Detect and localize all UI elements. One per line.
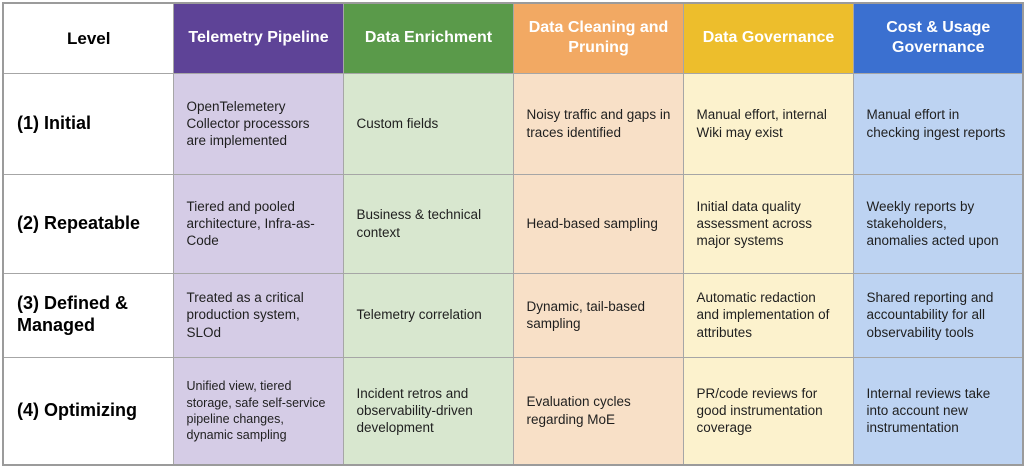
cell-repeatable-governance: Initial data quality assessment across m… bbox=[682, 173, 854, 274]
header-cell-level: Level bbox=[2, 2, 174, 74]
cell-defined-telemetry: Treated as a critical production system,… bbox=[172, 272, 344, 358]
cell-optimizing-cleaning: Evaluation cycles regarding MoE bbox=[512, 356, 684, 466]
cell-optimizing-cost: Internal reviews take into account new i… bbox=[852, 356, 1024, 466]
cell-repeatable-cleaning: Head-based sampling bbox=[512, 173, 684, 274]
level-cell-defined-managed: (3) Defined & Managed bbox=[2, 272, 174, 358]
cell-initial-enrichment: Custom fields bbox=[342, 72, 514, 175]
header-cell-data-governance: Data Governance bbox=[682, 2, 854, 74]
cell-optimizing-enrichment: Incident retros and observability-driven… bbox=[342, 356, 514, 466]
matrix-body: (1) Initial OpenTelemetery Collector pro… bbox=[2, 72, 1024, 466]
level-cell-repeatable: (2) Repeatable bbox=[2, 173, 174, 274]
cell-repeatable-telemetry: Tiered and pooled architecture, Infra-as… bbox=[172, 173, 344, 274]
cell-optimizing-governance: PR/code reviews for good instrumentation… bbox=[682, 356, 854, 466]
level-cell-initial: (1) Initial bbox=[2, 72, 174, 175]
header-cell-cost-usage: Cost & Usage Governance bbox=[852, 2, 1024, 74]
cell-initial-governance: Manual effort, internal Wiki may exist bbox=[682, 72, 854, 175]
cell-repeatable-enrichment: Business & technical context bbox=[342, 173, 514, 274]
row-optimizing: (4) Optimizing Unified view, tiered stor… bbox=[2, 356, 1024, 466]
row-defined-managed: (3) Defined & Managed Treated as a criti… bbox=[2, 272, 1024, 358]
cell-repeatable-cost: Weekly reports by stakeholders, anomalie… bbox=[852, 173, 1024, 274]
matrix-header: Level Telemetry Pipeline Data Enrichment… bbox=[2, 2, 1024, 74]
cell-defined-enrichment: Telemetry correlation bbox=[342, 272, 514, 358]
cell-defined-cost: Shared reporting and accountability for … bbox=[852, 272, 1024, 358]
cell-initial-cost: Manual effort in checking ingest reports bbox=[852, 72, 1024, 175]
row-repeatable: (2) Repeatable Tiered and pooled archite… bbox=[2, 173, 1024, 274]
cell-defined-cleaning: Dynamic, tail-based sampling bbox=[512, 272, 684, 358]
header-cell-data-enrichment: Data Enrichment bbox=[342, 2, 514, 74]
cell-optimizing-telemetry: Unified view, tiered storage, safe self-… bbox=[172, 356, 344, 466]
header-row: Level Telemetry Pipeline Data Enrichment… bbox=[2, 2, 1024, 74]
header-cell-data-cleaning: Data Cleaning and Pruning bbox=[512, 2, 684, 74]
header-cell-telemetry-pipeline: Telemetry Pipeline bbox=[172, 2, 344, 74]
cell-initial-telemetry: OpenTelemetery Collector processors are … bbox=[172, 72, 344, 175]
row-initial: (1) Initial OpenTelemetery Collector pro… bbox=[2, 72, 1024, 175]
cell-defined-governance: Automatic redaction and implementation o… bbox=[682, 272, 854, 358]
level-cell-optimizing: (4) Optimizing bbox=[2, 356, 174, 466]
cell-initial-cleaning: Noisy traffic and gaps in traces identif… bbox=[512, 72, 684, 175]
